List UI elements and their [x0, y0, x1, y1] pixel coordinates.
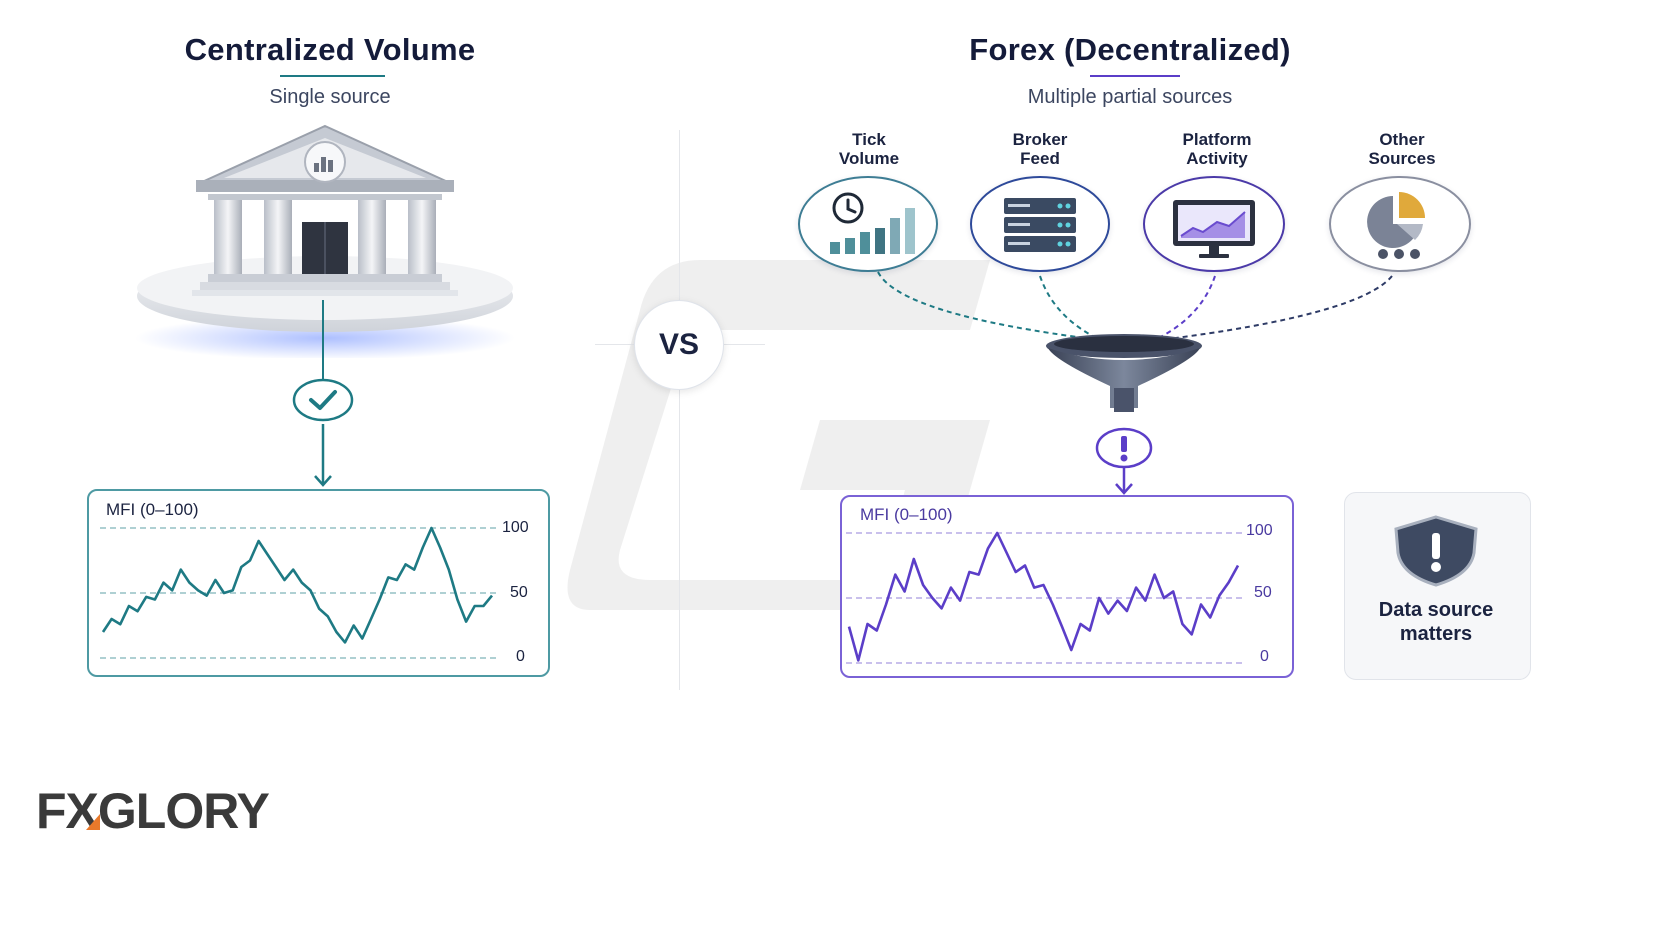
right-tick-0: 0	[1260, 648, 1269, 665]
right-mfi-panel	[840, 495, 1294, 678]
left-subtitle: Single source	[269, 86, 391, 108]
shield-warning-icon	[1394, 515, 1478, 587]
right-title: Forex (Decentralized)	[969, 32, 1291, 67]
right-mfi-chart	[846, 531, 1242, 664]
source-label-platform-activity: Platform Activity	[1182, 130, 1252, 168]
right-tick-100: 100	[1246, 522, 1273, 539]
fxglory-logo-text: FXGLORY	[36, 783, 270, 839]
bank-building-icon	[135, 124, 515, 358]
other-sources-source	[1329, 176, 1471, 272]
right-subtitle: Multiple partial sources	[1027, 86, 1233, 108]
left-title: Centralized Volume	[184, 32, 476, 67]
source-label-other-sources: Other Sources	[1368, 130, 1436, 168]
left-title-underline	[280, 75, 385, 77]
warning-exclamation-icon	[1095, 427, 1153, 469]
tick-volume-source	[798, 176, 938, 272]
clock-bar-chart-icon	[830, 192, 915, 254]
left-tick-0: 0	[516, 648, 525, 665]
monitor-chart-icon	[1173, 200, 1255, 258]
vs-badge: VS	[634, 300, 724, 390]
left-connector-top	[322, 300, 324, 380]
right-title-underline	[1090, 75, 1180, 77]
broker-feed-source	[970, 176, 1110, 272]
left-mfi-chart	[100, 526, 496, 659]
left-arrow-down	[314, 424, 332, 487]
platform-activity-source	[1143, 176, 1285, 272]
center-divider	[679, 130, 680, 690]
source-label-tick-volume: Tick Volume	[838, 130, 900, 168]
right-tick-50: 50	[1254, 584, 1272, 601]
left-mfi-title: MFI (0–100)	[106, 500, 199, 519]
left-mfi-series-line	[101, 526, 494, 644]
server-icon	[1004, 198, 1076, 252]
check-icon	[292, 378, 354, 422]
right-mfi-title: MFI (0–100)	[860, 505, 953, 524]
funnel-icon	[1046, 334, 1202, 412]
left-tick-50: 50	[510, 584, 528, 601]
data-source-matters-text: Data source matters	[1378, 599, 1494, 645]
fxglory-logo: FXGLORY	[36, 782, 270, 840]
right-arrow-down	[1115, 466, 1133, 495]
source-label-broker-feed: Broker Feed	[1012, 130, 1068, 168]
right-mfi-series-line	[847, 531, 1240, 662]
left-tick-100: 100	[502, 519, 529, 536]
logo-accent-icon	[86, 814, 100, 830]
pie-chart-icon	[1367, 192, 1425, 259]
